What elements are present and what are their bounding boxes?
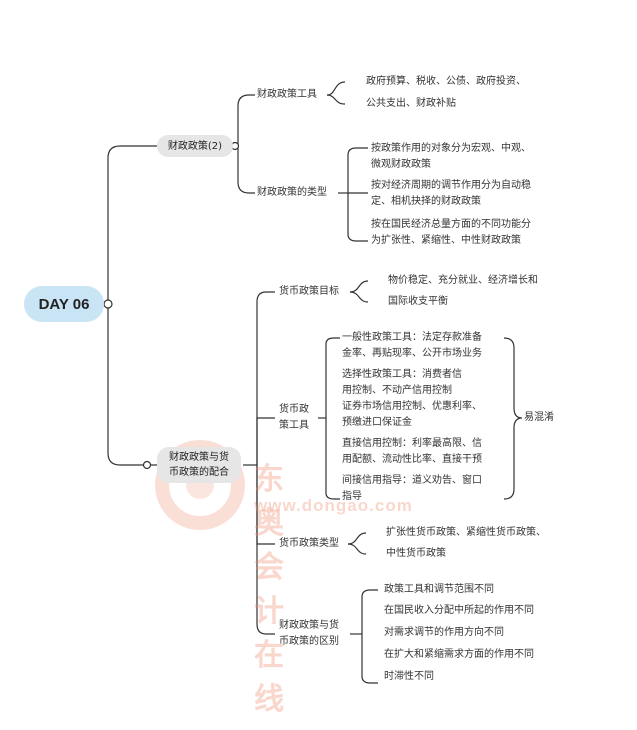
difference-item-5: 时滞性不同 — [384, 671, 434, 682]
difference-label-line2: 币政策的区别 — [279, 636, 339, 647]
direct-credit-line2: 用配额、流动性比率、直接干预 — [342, 454, 482, 465]
fiscal-type-1-line2: 微观财政政策 — [371, 159, 431, 170]
branch2-node[interactable]: 财政政策与货 币政策的配合 — [157, 447, 241, 483]
branch2-label-line2: 币政策的配合 — [169, 467, 229, 478]
confusable-brace — [503, 337, 523, 500]
indirect-credit-line2: 指导 — [342, 491, 362, 502]
monetary-goal-label: 货币政策目标 — [279, 286, 339, 297]
connector-types2-item1 — [347, 532, 367, 545]
indirect-credit-line1: 间接信用指导：道义劝告、窗口 — [342, 475, 482, 486]
selective-tools-line1: 选择性政策工具：消费者信 — [342, 369, 462, 380]
selective-tools-line3: 证券市场信用控制、优惠利率、 — [342, 401, 482, 412]
difference-item-4: 在扩大和紧缩需求方面的作用不同 — [384, 649, 534, 660]
connector-branch1-types — [237, 146, 255, 194]
difference-item-1: 政策工具和调节范围不同 — [384, 584, 494, 595]
branch1-node[interactable]: 财政政策(2) — [157, 135, 233, 157]
monetary-types-item-2: 中性货币政策 — [386, 548, 446, 559]
fiscal-tools-item-1: 政府预算、税收、公债、政府投资、 — [366, 76, 526, 87]
connector-branch2-tools — [256, 417, 275, 465]
monetary-tools-label-line1: 货币政 — [279, 404, 309, 415]
fiscal-tools-item-2: 公共支出、财政补贴 — [366, 98, 456, 109]
connector-tools1-item2 — [326, 94, 346, 105]
fiscal-type-2-line2: 定、相机抉择的财政政策 — [371, 196, 481, 207]
root-node[interactable]: DAY 06 — [24, 286, 104, 322]
monetary-tools-label-line2: 策工具 — [279, 420, 309, 431]
connector-goal-item2 — [349, 291, 369, 303]
connector-diff-item5 — [361, 634, 378, 684]
connector-tools2-brace-bottom — [325, 418, 340, 500]
connector-branch2-goal — [256, 291, 275, 465]
connector-tools1-item1 — [326, 81, 346, 96]
fiscal-type-3-line2: 为扩张性、紧缩性、中性财政政策 — [371, 235, 521, 246]
fiscal-tools-label: 财政政策工具 — [257, 89, 317, 100]
difference-label-line1: 财政政策与货 — [279, 620, 339, 631]
difference-item-3: 对需求调节的作用方向不同 — [384, 627, 504, 638]
connector-goal-item1 — [349, 280, 369, 293]
branch2-node-dot — [142, 460, 152, 470]
connector-branch2-diff — [256, 465, 275, 635]
selective-tools-line2: 用控制、不动产信用控制 — [342, 385, 452, 396]
monetary-goal-item-1: 物价稳定、充分就业、经济增长和 — [388, 275, 538, 286]
monetary-types-item-1: 扩张性货币政策、紧缩性货币政策、 — [386, 527, 546, 538]
fiscal-type-3-line1: 按在国民经济总量方面的不同功能分 — [371, 219, 531, 230]
branch2-label-line1: 财政政策与货 — [169, 452, 229, 463]
general-tools-line1: 一般性政策工具：法定存款准备 — [342, 332, 482, 343]
selective-tools-line4: 预缴进口保证金 — [342, 417, 412, 428]
connector-tools2-brace-top — [325, 337, 340, 418]
connector-types2-item2 — [347, 543, 367, 555]
connector-branch2-types — [256, 465, 275, 545]
monetary-types-label: 货币政策类型 — [279, 538, 339, 549]
fiscal-type-1-line1: 按政策作用的对象分为宏观、中观、 — [371, 143, 531, 154]
connector-diff-item1 — [361, 589, 378, 634]
confusable-note: 易混淆 — [524, 412, 554, 423]
connector-root-branch1 — [107, 145, 157, 304]
fiscal-types-label: 财政政策的类型 — [257, 187, 327, 198]
connector-root-branch2 — [107, 304, 157, 466]
general-tools-line2: 金率、再贴现率、公开市场业务 — [342, 348, 482, 359]
root-node-dot — [103, 299, 113, 309]
connector-types1-item1 — [347, 147, 368, 193]
direct-credit-line1: 直接信用控制：利率最高限、信 — [342, 438, 482, 449]
fiscal-type-2-line1: 按对经济周期的调节作用分为自动稳 — [371, 180, 531, 191]
connector-types1-item3 — [347, 193, 368, 242]
monetary-goal-item-2: 国际收支平衡 — [388, 296, 448, 307]
difference-item-2: 在国民收入分配中所起的作用不同 — [384, 605, 534, 616]
connector-branch1-tools — [237, 94, 255, 146]
